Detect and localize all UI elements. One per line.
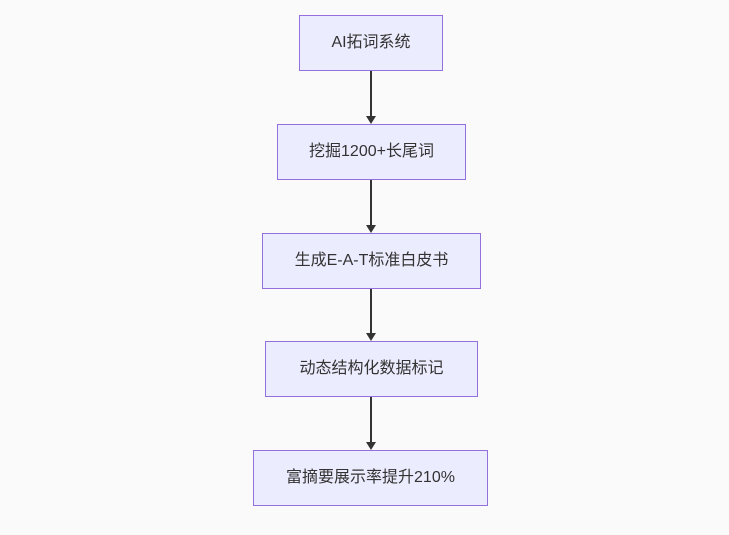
flow-node-label: 挖掘1200+长尾词	[309, 143, 434, 161]
arrow-line	[370, 289, 372, 334]
edge-connector-1	[365, 71, 377, 124]
flow-node-rich-snippet-result: 富摘要展示率提升210%	[253, 450, 488, 506]
arrowhead-down-icon	[366, 442, 376, 450]
arrow-line	[370, 397, 372, 443]
flow-node-label: 生成E-A-T标准白皮书	[294, 252, 449, 270]
edge-connector-2	[365, 180, 377, 233]
arrowhead-down-icon	[366, 333, 376, 341]
flow-node-eat-whitepaper: 生成E-A-T标准白皮书	[262, 233, 481, 289]
flow-node-longtail-mining: 挖掘1200+长尾词	[277, 124, 466, 180]
arrow-line	[370, 180, 372, 226]
flow-node-label: 富摘要展示率提升210%	[286, 469, 455, 487]
flow-node-label: AI拓词系统	[331, 34, 411, 52]
arrowhead-down-icon	[366, 116, 376, 124]
arrowhead-down-icon	[366, 225, 376, 233]
flow-node-structured-data-markup: 动态结构化数据标记	[265, 341, 478, 397]
flow-node-label: 动态结构化数据标记	[299, 360, 444, 378]
edge-connector-4	[365, 397, 377, 450]
flow-node-ai-keyword-system: AI拓词系统	[299, 15, 443, 71]
edge-connector-3	[365, 289, 377, 341]
arrow-line	[370, 71, 372, 117]
